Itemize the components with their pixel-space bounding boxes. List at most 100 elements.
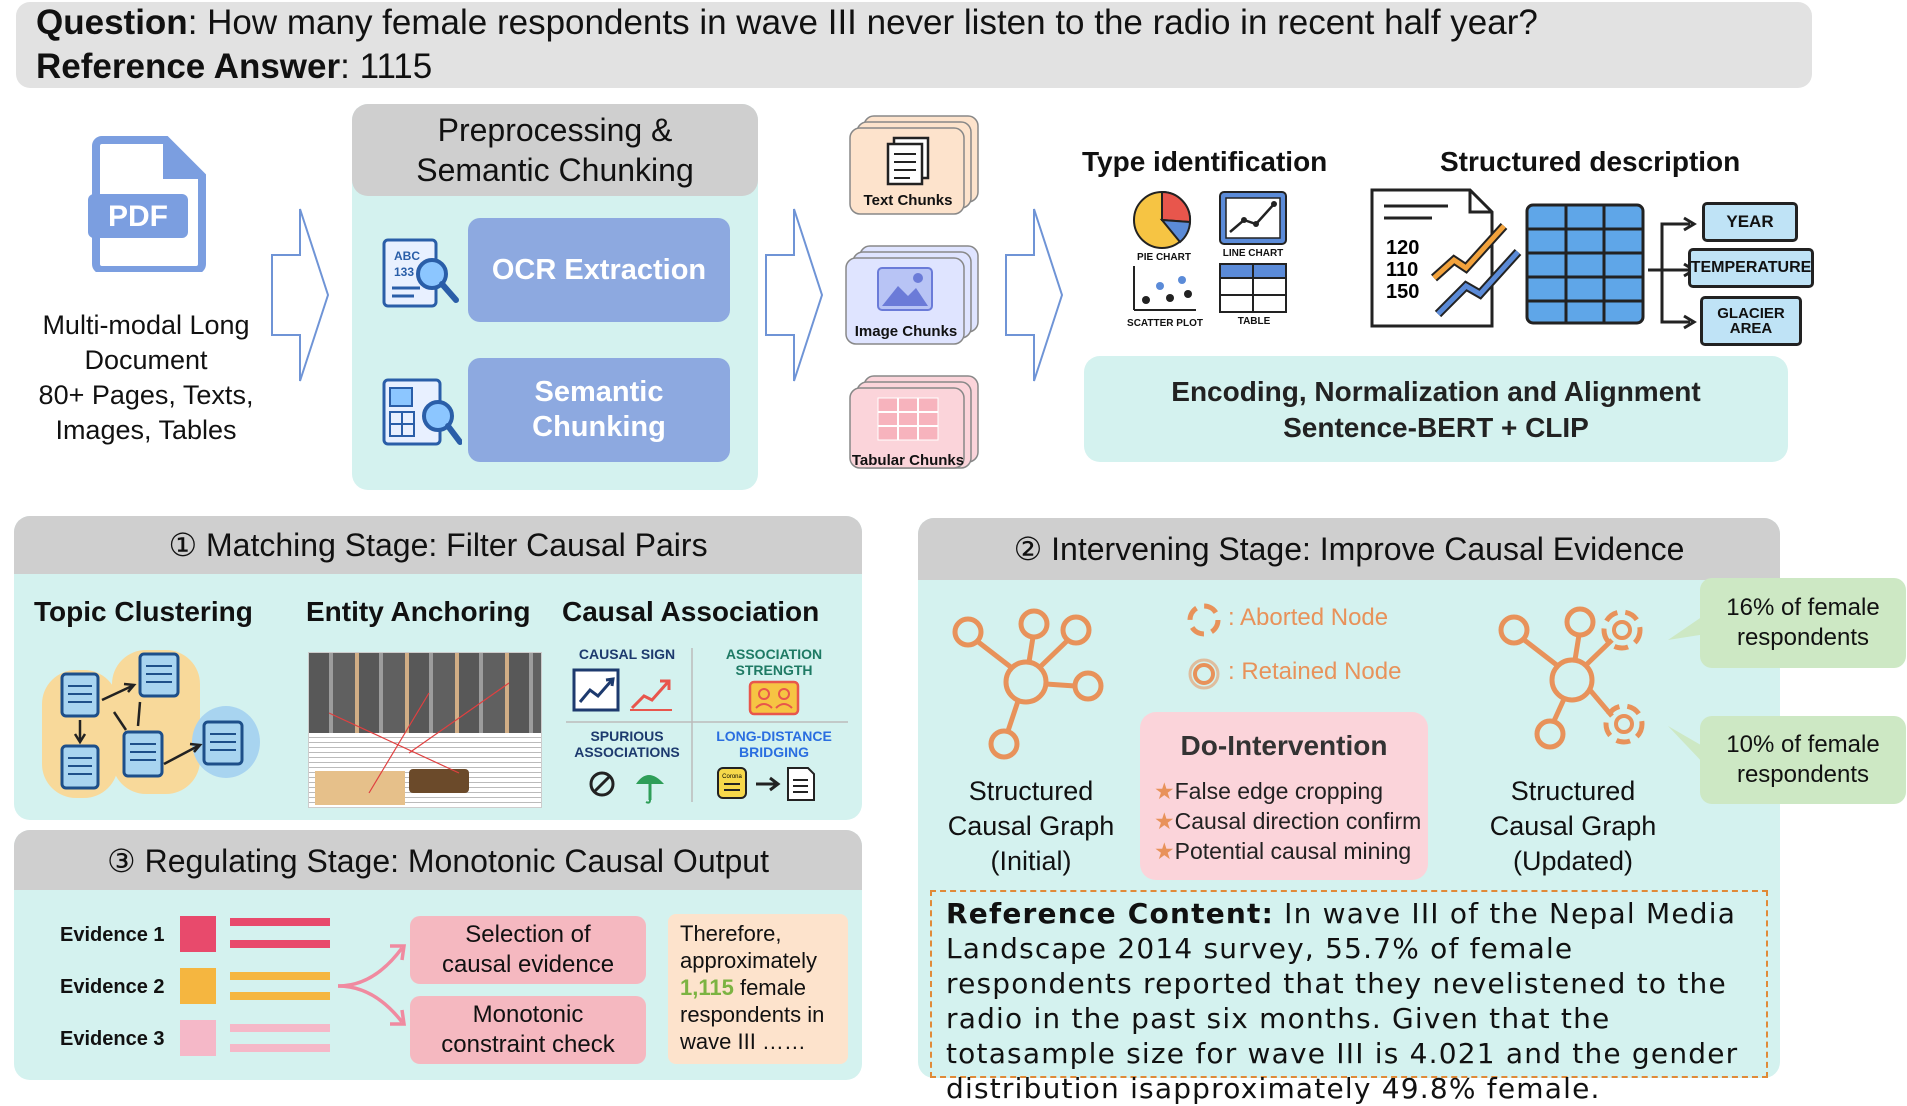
topic-clustering-title: Topic Clustering	[34, 596, 253, 627]
pdf-icon: PDF	[88, 136, 206, 272]
selection-evidence-box: Selection of causal evidence	[410, 916, 646, 984]
topic-clustering-icon	[42, 650, 260, 798]
causal-association-title: Causal Association	[562, 596, 820, 627]
do-item: ★Causal direction confirm	[1154, 806, 1421, 836]
therefore-after: female	[733, 975, 806, 1000]
text-chunks-stack	[849, 115, 979, 215]
entity-anchoring-title: Entity Anchoring	[306, 596, 531, 627]
spurious-line: ASSOCIATIONS	[574, 744, 680, 760]
callout-10-percent: 10% of female respondents	[1700, 716, 1906, 804]
selection-line: Selection of	[465, 921, 591, 948]
causal-graph-initial-icon	[952, 608, 1104, 760]
star-icon: ★	[1154, 808, 1175, 834]
callout-line: 16% of female	[1726, 594, 1880, 621]
tag-area-line: AREA	[1729, 320, 1773, 337]
retained-node-icon	[1188, 658, 1220, 690]
encoding-text: Encoding, Normalization and Alignment Se…	[1084, 374, 1788, 446]
semantic-chunking-label: Semantic	[534, 376, 664, 408]
do-item-text: Potential causal mining	[1174, 838, 1412, 864]
evidence-3-label: Evidence 3	[60, 1028, 165, 1050]
matching-stage-title: ① Matching Stage: Filter Causal Pairs	[168, 527, 708, 563]
callout-16-percent: 16% of female respondents	[1700, 578, 1906, 668]
association-strength-label: ASSOCIATION STRENGTH	[696, 646, 852, 678]
structured-table-icon	[1525, 203, 1645, 325]
do-intervention-box	[1140, 712, 1428, 880]
preprocessing-title: Preprocessing & Semantic Chunking	[352, 110, 758, 190]
therefore-line: 1,115 female	[680, 974, 836, 1001]
input-doc-line: 80+ Pages, Texts,	[38, 380, 254, 410]
flow-arrow-2	[765, 208, 824, 382]
graph-initial-line: Causal Graph	[947, 811, 1115, 841]
do-item-text: Causal direction confirm	[1174, 808, 1422, 834]
answer-line: Reference Answer: 1115	[36, 46, 432, 88]
evidence-1-bar	[230, 918, 330, 926]
table-icon	[1219, 263, 1287, 313]
svg-text:ABC: ABC	[394, 249, 420, 263]
evidence-1-label: Evidence 1	[60, 924, 165, 946]
pdf-icon-label: PDF	[108, 200, 168, 233]
svg-text:133: 133	[394, 265, 414, 279]
star-icon: ★	[1154, 838, 1175, 864]
graph-updated-line: Structured	[1510, 776, 1636, 806]
ocr-extraction-box: OCR Extraction	[468, 218, 730, 322]
tag-glacier-area: GLACIER AREA	[1700, 296, 1802, 346]
document-chart-icon: 120 110 150	[1370, 188, 1522, 328]
svg-text:120: 120	[1386, 237, 1419, 259]
therefore-line: Therefore,	[680, 921, 782, 946]
matching-stage-header	[14, 516, 862, 574]
causal-graph-updated-icon	[1498, 606, 1645, 750]
association-strength-line: ASSOCIATION	[725, 646, 823, 662]
callout-line: respondents	[1736, 624, 1870, 651]
therefore-line: wave III ……	[680, 1029, 806, 1054]
image-chunks-label: Image Chunks	[854, 323, 958, 340]
svg-text:150: 150	[1386, 281, 1419, 303]
reference-content-label: Reference Content:	[946, 897, 1275, 930]
table-label: TABLE	[1237, 316, 1271, 327]
semantic-chunking-label: Chunking	[532, 411, 666, 443]
long-distance-line: BRIDGING	[739, 744, 809, 760]
callout-line: respondents	[1736, 761, 1870, 788]
do-item: ★Potential causal mining	[1154, 836, 1421, 866]
line-chart-label: LINE CHART	[1222, 248, 1284, 259]
question-line: Question: How many female respondents in…	[36, 2, 1538, 44]
flow-arrow-3	[1005, 208, 1064, 382]
tabular-chunks-label: Tabular Chunks	[851, 452, 965, 469]
evidence-2-label: Evidence 2	[60, 976, 165, 998]
encoding-box	[1084, 356, 1788, 462]
evidence-1-square	[180, 916, 216, 952]
intervening-stage-header	[918, 518, 1780, 580]
retained-node-label: : Retained Node	[1228, 658, 1402, 685]
semantic-chunking-box: Semantic Chunking	[468, 358, 730, 462]
spurious-line: SPURIOUS	[590, 728, 664, 744]
association-strength-icon	[748, 680, 800, 716]
star-icon: ★	[1154, 778, 1175, 804]
spurious-associations-label: SPURIOUS ASSOCIATIONS	[562, 728, 692, 760]
tabular-chunks-stack	[849, 375, 979, 469]
tag-temperature: TEMPERATURE	[1688, 248, 1814, 288]
evidence-3-bar	[230, 1044, 330, 1052]
intervening-stage-title: ② Intervening Stage: Improve Causal Evid…	[1013, 531, 1685, 567]
pie-chart-icon	[1133, 190, 1192, 249]
question-banner	[16, 2, 1812, 88]
reference-content-box: Reference Content: In wave III of the Ne…	[930, 890, 1768, 1105]
regulating-stage-title: ③ Regulating Stage: Monotonic Causal Out…	[107, 843, 769, 879]
evidence-1-bar	[230, 940, 330, 948]
causal-sign-label: CAUSAL SIGN	[578, 646, 676, 662]
do-item: ★False edge cropping	[1154, 776, 1421, 806]
callout-line: 10% of female	[1726, 731, 1880, 758]
input-doc-line: Multi-modal Long	[42, 310, 250, 340]
therefore-line: respondents in	[680, 1002, 825, 1027]
scatter-plot-icon	[1133, 266, 1196, 311]
regulating-stage-header	[14, 830, 862, 890]
graph-updated-line: Causal Graph	[1489, 811, 1657, 841]
do-intervention-title: Do-Intervention	[1180, 730, 1388, 761]
chunking-document-icon	[382, 378, 462, 446]
causal-sign-icons	[572, 668, 672, 712]
evidence-2-bar	[230, 992, 330, 1000]
input-doc-description: Multi-modal Long Document 80+ Pages, Tex…	[10, 308, 282, 448]
causal-graph-updated-label: Structured Causal Graph (Updated)	[1468, 774, 1678, 879]
text-chunks-label: Text Chunks	[863, 192, 953, 209]
encoding-line: Sentence-BERT + CLIP	[1283, 412, 1589, 443]
graph-initial-line: (Initial)	[990, 846, 1072, 876]
evidence-flow	[180, 916, 407, 1056]
